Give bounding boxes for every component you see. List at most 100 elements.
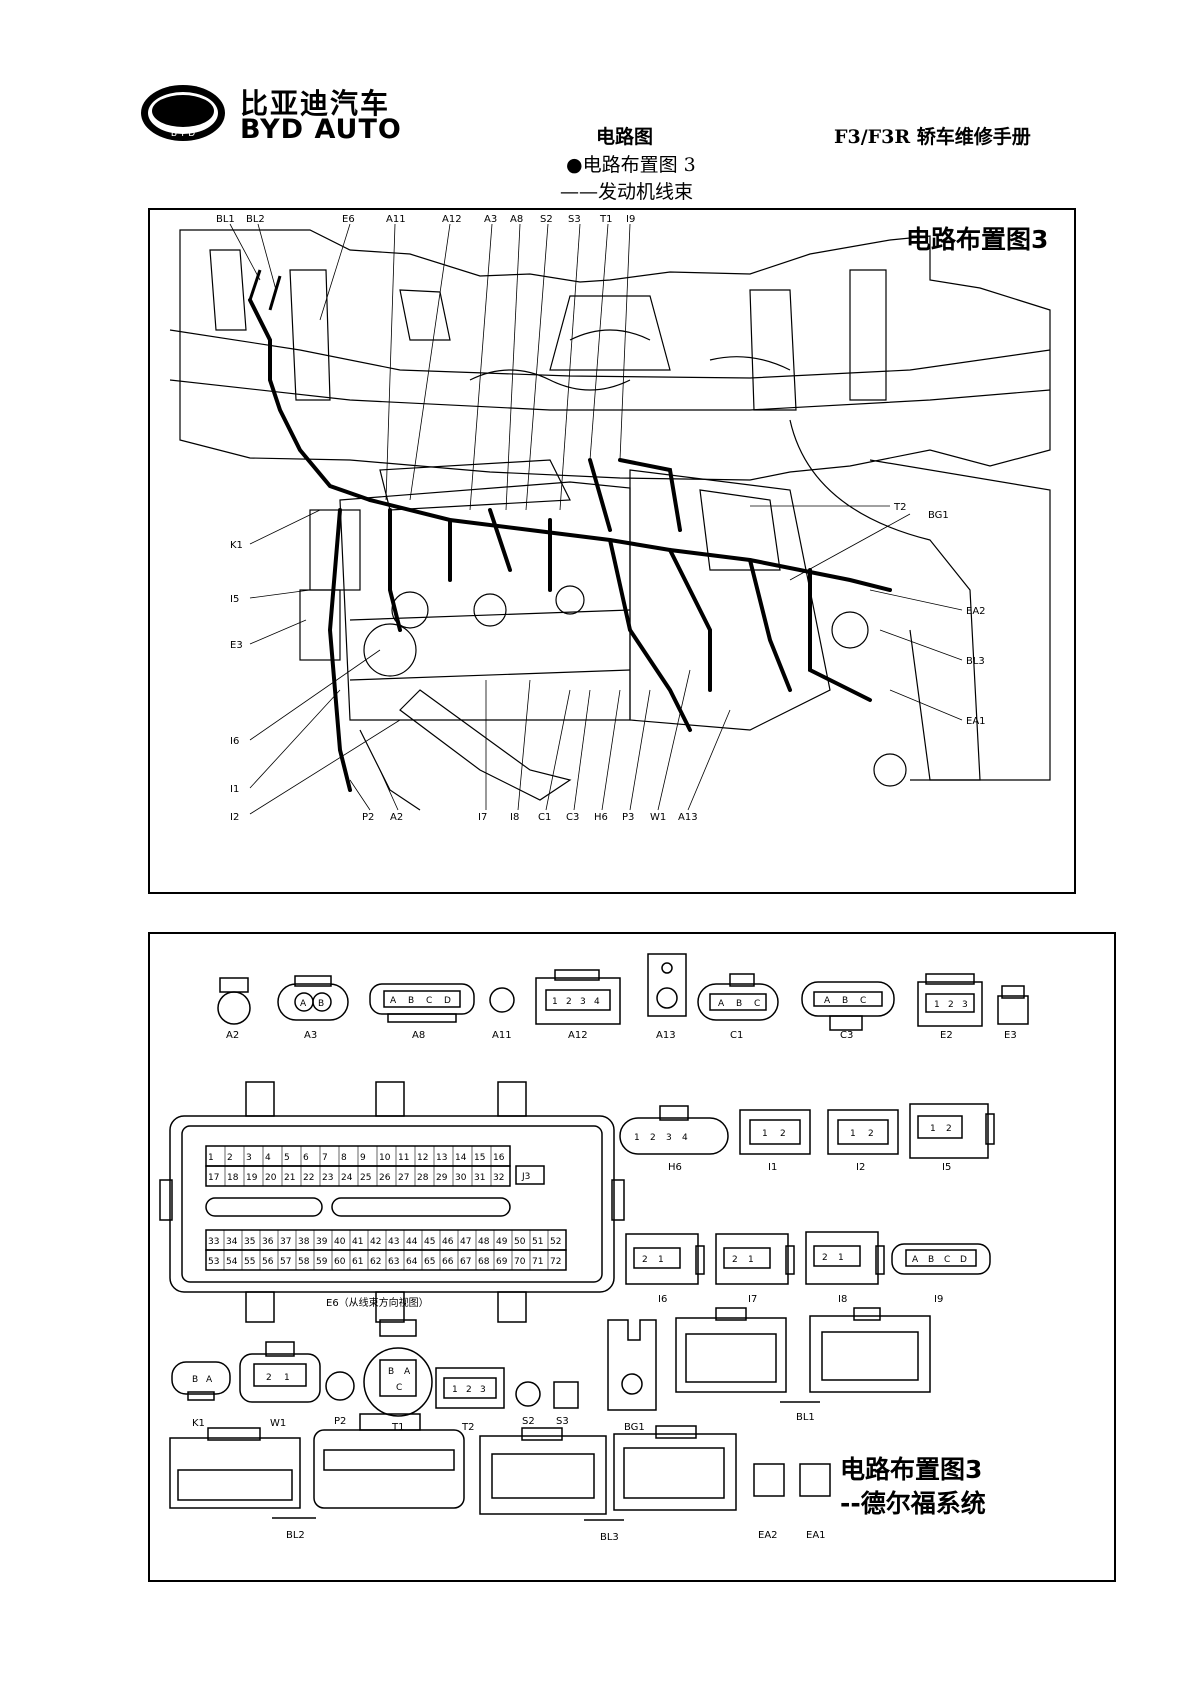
svg-text:1: 1: [838, 1253, 844, 1263]
svg-text:1: 1: [658, 1255, 664, 1265]
ecu-pin: 60: [334, 1257, 346, 1267]
ecu-pin: 45: [424, 1237, 435, 1247]
ecu-pin: 3: [246, 1153, 252, 1163]
connector-bl3: [479, 1427, 607, 1515]
ecu-pin: 4: [265, 1153, 271, 1163]
brand-name-chinese: 比亚迪汽车: [240, 87, 391, 120]
ecu-pin: 29: [436, 1173, 448, 1183]
label-i8: I8: [838, 1294, 847, 1305]
callout-a12: A12: [442, 214, 462, 225]
page-title: 电路图: [596, 126, 654, 148]
ecu-pin: 17: [208, 1173, 219, 1183]
callout-labels: BL1 BL2 E6 A11 A12 A3 A8 S2 S3 T1 I9 K1 …: [216, 214, 986, 823]
callout-ea2: EA2: [966, 606, 986, 617]
brand-name-english: BYD AUTO: [240, 114, 402, 145]
svg-text:2: 2: [946, 1124, 952, 1134]
callout-k1: K1: [230, 540, 243, 551]
ecu-pin: 18: [227, 1173, 239, 1183]
ecu-pin: 59: [316, 1257, 328, 1267]
callout-i7: I7: [478, 812, 487, 823]
ecu-pin: 36: [262, 1237, 274, 1247]
connector-e3: [997, 985, 1029, 1025]
label-t2: T2: [461, 1422, 474, 1433]
ecu-pin: 55: [244, 1257, 255, 1267]
svg-text:C: C: [944, 1255, 950, 1265]
label-k1: K1: [192, 1418, 205, 1429]
svg-text:3: 3: [480, 1385, 486, 1395]
connector-panel-title: 电路布置图3: [840, 1455, 983, 1484]
svg-text:4: 4: [682, 1133, 688, 1143]
connector-t1: [363, 1319, 433, 1417]
callout-s2: S2: [540, 214, 553, 225]
ecu-pin: 46: [442, 1237, 454, 1247]
connector-i1: [739, 1109, 811, 1155]
svg-text:B: B: [408, 996, 414, 1006]
ecu-pin: 9: [360, 1153, 366, 1163]
ecu-pin: 41: [352, 1237, 363, 1247]
svg-text:B: B: [388, 1367, 394, 1377]
ecu-pin: 12: [417, 1153, 428, 1163]
label-ea2: EA2: [758, 1530, 778, 1541]
engine-bay-drawing: BL1 BL2 E6 A11 A12 A3 A8 S2 S3 T1 I9 K1 …: [169, 214, 1051, 823]
callout-e6: E6: [342, 214, 355, 225]
ecu-pin: 19: [246, 1173, 258, 1183]
svg-text:1: 1: [552, 997, 558, 1007]
svg-text:2: 2: [266, 1373, 272, 1383]
svg-text:2: 2: [466, 1385, 472, 1395]
svg-text:A: A: [390, 996, 397, 1006]
connector-e6: [159, 1081, 625, 1323]
ecu-pin: 10: [379, 1153, 391, 1163]
ecu-pin: 26: [379, 1173, 391, 1183]
label-a11: A11: [492, 1030, 512, 1041]
ecu-pin: 23: [322, 1173, 333, 1183]
connector-bg1: [607, 1319, 657, 1411]
connector-labels: A2 A3 A8 A11 A12 A13 C1 C3 E2 E3 E6（从线束方…: [192, 1030, 1017, 1543]
callout-i8: I8: [510, 812, 519, 823]
callout-i6: I6: [230, 736, 239, 747]
svg-text:1: 1: [634, 1133, 640, 1143]
callout-bl2: BL2: [246, 214, 265, 225]
svg-text:3: 3: [580, 997, 586, 1007]
connector-a8: [369, 983, 475, 1023]
callout-c1: C1: [538, 812, 551, 823]
label-e3: E3: [1004, 1030, 1017, 1041]
label-i1: I1: [768, 1162, 777, 1173]
ecu-pin: 13: [436, 1153, 447, 1163]
callout-a3: A3: [484, 214, 497, 225]
ecu-pin: 58: [298, 1257, 310, 1267]
connector-i8: [805, 1231, 885, 1285]
svg-text:3: 3: [666, 1133, 672, 1143]
svg-text:3: 3: [962, 1000, 968, 1010]
callout-t2: T2: [893, 502, 906, 513]
connector-bl2b: [313, 1413, 465, 1509]
label-a3: A3: [304, 1030, 317, 1041]
svg-text:1: 1: [850, 1129, 856, 1139]
ecu-pin: 68: [478, 1257, 490, 1267]
ecu-pin: 66: [442, 1257, 454, 1267]
manual-title: F3/F3R 轿车维修手册: [834, 126, 1031, 148]
label-e6: E6（从线束方向视图）: [326, 1296, 429, 1309]
connector-c1: [697, 973, 779, 1021]
callout-c3: C3: [566, 812, 579, 823]
svg-text:A: A: [404, 1367, 411, 1377]
svg-text:A: A: [718, 999, 725, 1009]
label-bl2: BL2: [286, 1530, 305, 1541]
ecu-pin: 53: [208, 1257, 219, 1267]
svg-text:A: A: [300, 999, 307, 1009]
ecu-pin: 1: [208, 1153, 214, 1163]
ecu-pin: 47: [460, 1237, 471, 1247]
ecu-pin: 7: [322, 1153, 328, 1163]
svg-text:B: B: [736, 999, 742, 1009]
connector-t2: [435, 1367, 505, 1409]
svg-text:C: C: [396, 1383, 402, 1393]
label-a13: A13: [656, 1030, 676, 1041]
ecu-pin: 24: [341, 1173, 353, 1183]
connector-bl3b: [613, 1425, 737, 1511]
ecu-pin: 56: [262, 1257, 274, 1267]
label-bg1: BG1: [624, 1422, 645, 1433]
callout-i1: I1: [230, 784, 239, 795]
svg-text:D: D: [960, 1255, 967, 1265]
ecu-pin: 22: [303, 1173, 314, 1183]
ecu-pin: 35: [244, 1237, 255, 1247]
